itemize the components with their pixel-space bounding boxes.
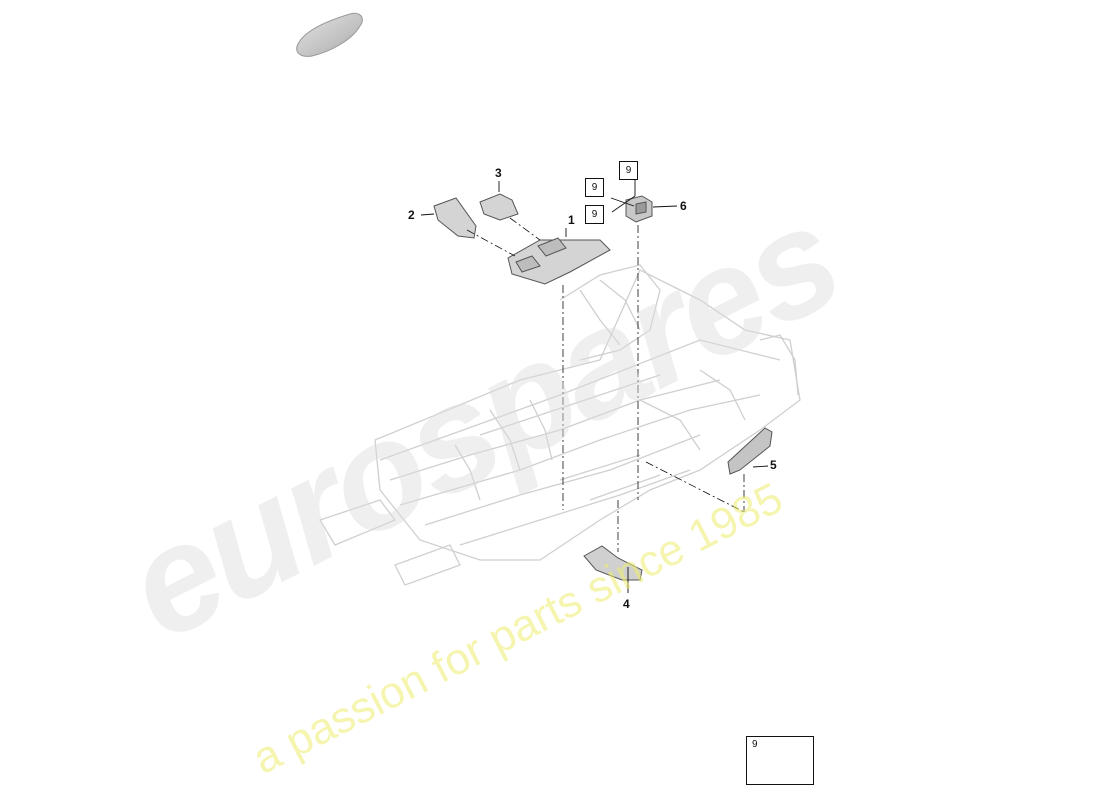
boxed-callout-9[interactable]: 9 bbox=[585, 178, 604, 197]
callout-2[interactable]: 2 bbox=[408, 208, 415, 222]
leader-lines bbox=[420, 180, 769, 593]
part-3-bracket bbox=[479, 193, 519, 221]
part-5-bracket bbox=[727, 427, 773, 475]
part-2-bracket bbox=[433, 197, 477, 239]
callout-3[interactable]: 3 bbox=[495, 166, 502, 180]
callout-6[interactable]: 6 bbox=[680, 199, 687, 213]
boxed-callout-9[interactable]: 9 bbox=[585, 205, 604, 224]
part-4-bracket bbox=[583, 545, 643, 581]
boxed-callout-9[interactable]: 9 bbox=[619, 161, 638, 180]
part-1-floor-reinforcement bbox=[507, 237, 611, 285]
legend-box-9[interactable]: 9 bbox=[746, 736, 814, 785]
assembly-lines bbox=[466, 217, 745, 552]
callout-5[interactable]: 5 bbox=[770, 458, 777, 472]
callout-1[interactable]: 1 bbox=[568, 213, 575, 227]
floor-structure bbox=[319, 264, 801, 586]
part-6-block bbox=[625, 195, 653, 223]
legend-number: 9 bbox=[752, 739, 758, 750]
car-thumbnail bbox=[296, 12, 363, 57]
callout-4[interactable]: 4 bbox=[623, 597, 630, 611]
